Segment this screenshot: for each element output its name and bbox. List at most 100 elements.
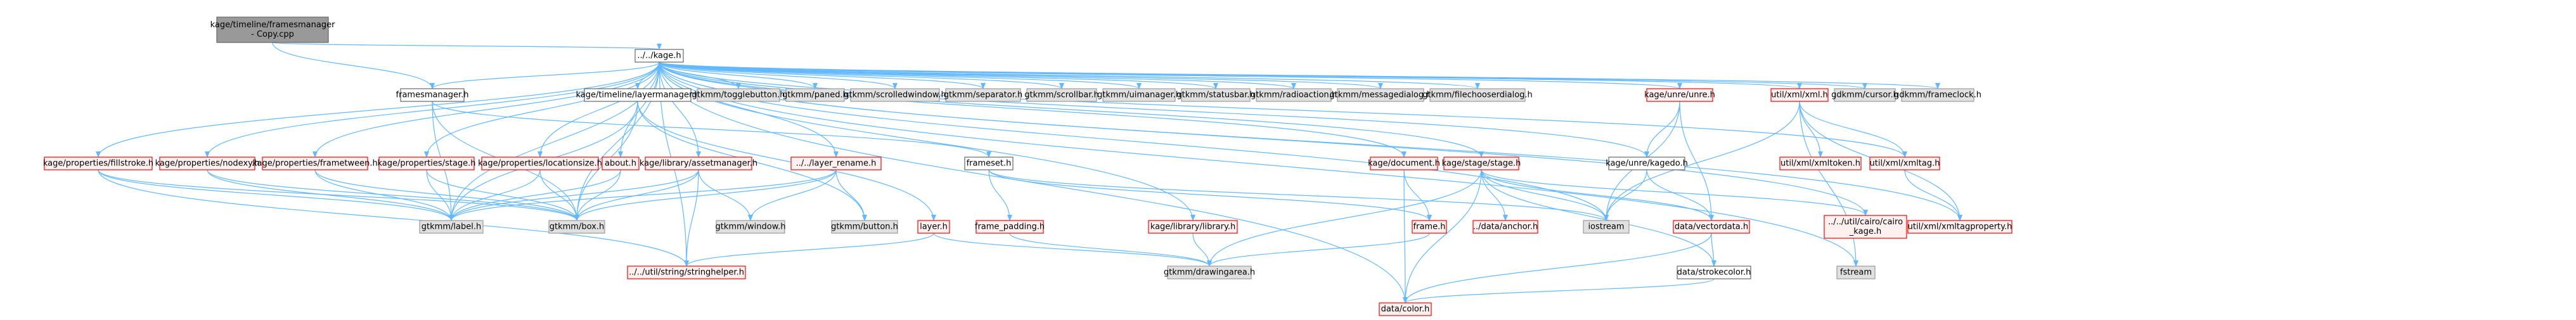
node-label: gtkmm/separator.h xyxy=(944,91,1022,100)
node-label: kage/properties/nodexy.h xyxy=(155,159,260,169)
edge-kage-h-to-cursor xyxy=(659,61,1867,89)
node-label: gtkmm/window.h xyxy=(715,222,785,232)
node-drawingarea[interactable]: gtkmm/drawingarea.h xyxy=(1164,266,1255,279)
node-box xyxy=(1026,88,1097,102)
node-paned[interactable]: gtkmm/paned.h xyxy=(782,88,848,102)
node-togglebutton[interactable]: gtkmm/togglebutton.h xyxy=(692,88,785,102)
edge-vectordata-to-strokecolor xyxy=(1711,233,1716,267)
node-scrolledwindow[interactable]: gtkmm/scrolledwindow.h xyxy=(844,88,946,102)
node-root[interactable]: kage/timeline/framesmanager- Copy.cpp xyxy=(210,16,336,43)
node-box xyxy=(1443,157,1519,170)
node-box xyxy=(481,157,599,170)
node-locationsize[interactable]: kage/properties/locationsize.h xyxy=(478,157,602,170)
node-layer-rename[interactable]: ../../layer_rename.h xyxy=(790,157,882,170)
node-label: kage/timeline/framesmanager xyxy=(210,20,336,30)
edge-kage-h-to-framesmanager-h xyxy=(430,61,660,89)
node-box xyxy=(1472,220,1538,234)
node-xml-h[interactable]: util/xml/xml.h xyxy=(1770,88,1829,102)
node-frame-h[interactable]: frame.h xyxy=(1412,220,1447,234)
node-box xyxy=(44,157,153,170)
node-xmltagproperty[interactable]: util/xml/xmltagproperty.h xyxy=(1907,220,2012,234)
node-box xyxy=(262,157,368,170)
node-label: gtkmm/scrollbar.h xyxy=(1024,91,1098,100)
edge-locationsize-to-label xyxy=(449,169,541,221)
edge-framesmanager-h-to-frameset-h xyxy=(432,101,991,158)
node-nodexy[interactable]: kage/properties/nodexy.h xyxy=(155,157,260,170)
edge-kage-h-to-xmltagproperty xyxy=(659,61,1962,221)
edge-kage-h-to-document-h xyxy=(659,61,1407,158)
node-unre-h[interactable]: kage/unre/unre.h xyxy=(1644,88,1715,102)
edge-frametween-to-box xyxy=(314,169,579,221)
node-button[interactable]: gtkmm/button.h xyxy=(831,220,898,234)
node-layer-h[interactable]: layer.h xyxy=(917,220,950,234)
node-box xyxy=(1836,266,1876,279)
node-frameclock[interactable]: gdkmm/frameclock.h xyxy=(1894,88,1981,102)
edge-kagedo-h-to-vectordata xyxy=(1646,169,1714,221)
node-document-h[interactable]: kage/document.h xyxy=(1368,157,1440,170)
edge-kage-h-to-fillstroke xyxy=(96,61,660,158)
edge-kage-h-to-paned xyxy=(659,61,818,89)
node-box[interactable]: gtkmm/box.h xyxy=(548,220,605,234)
node-label: util/xml/xmltag.h xyxy=(1870,159,1940,169)
node-frameset-h[interactable]: frameset.h xyxy=(964,157,1014,170)
node-xmltoken[interactable]: util/xml/xmltoken.h xyxy=(1779,157,1862,170)
node-label: kage/properties/locationsize.h xyxy=(478,159,602,169)
edge-stage-h-to-cairo-kage xyxy=(1481,169,1868,216)
node-framesmanager-h[interactable]: framesmanager.h xyxy=(396,88,469,102)
node-messagedialog[interactable]: gtkmm/messagedialog.h xyxy=(1329,88,1432,102)
node-label: - Copy.cpp xyxy=(251,30,294,39)
node-frame-padding[interactable]: frame_padding.h xyxy=(975,220,1045,234)
node-cursor[interactable]: gdkmm/cursor.h xyxy=(1831,88,1898,102)
node-stage-h[interactable]: kage/stage/stage.h xyxy=(1442,157,1521,170)
edge-fillstroke-to-stringhelper xyxy=(98,169,689,267)
edge-unre-h-to-kagedo-h xyxy=(1644,101,1680,158)
edge-unre-h-to-vectordata xyxy=(1679,101,1714,221)
node-label: gtkmm/messagedialog.h xyxy=(1329,91,1431,100)
edge-prop-stage-to-box xyxy=(426,169,579,221)
node-separator[interactable]: gtkmm/separator.h xyxy=(944,88,1022,102)
node-xmltag[interactable]: util/xml/xmltag.h xyxy=(1869,157,1940,170)
edge-document-h-to-color-h xyxy=(1402,169,1408,304)
node-assetmanager[interactable]: kage/library/assetmanager.h xyxy=(640,157,757,170)
node-box xyxy=(1429,88,1526,102)
node-label: gtkmm/label.h xyxy=(422,222,481,232)
edge-stage-h-to-vectordata xyxy=(1481,169,1714,221)
node-color-h[interactable]: data/color.h xyxy=(1379,302,1432,316)
node-label: kage/properties/frametween.h xyxy=(252,159,378,169)
edge-frametween-to-label xyxy=(314,169,454,221)
node-kage-h[interactable]: ../../kage.h xyxy=(634,49,684,63)
node-frametween[interactable]: kage/properties/frametween.h xyxy=(252,157,378,170)
node-stringhelper[interactable]: ../../util/string/stringhelper.h xyxy=(627,266,746,279)
node-statusbar[interactable]: gtkmm/statusbar.h xyxy=(1176,88,1255,102)
node-fillstroke[interactable]: kage/properties/fillstroke.h xyxy=(43,157,153,170)
edge-layer-rename-to-label xyxy=(449,169,837,221)
node-label: kage/properties/fillstroke.h xyxy=(43,159,153,169)
edge-about-h-to-box xyxy=(574,169,621,221)
node-window[interactable]: gtkmm/window.h xyxy=(715,220,786,234)
edge-frame-h-to-drawingarea xyxy=(1207,233,1430,267)
node-layermanager-h[interactable]: kage/timeline/layermanager.h xyxy=(576,88,700,102)
node-radioaction[interactable]: gtkmm/radioaction.h xyxy=(1251,88,1337,102)
node-about-h[interactable]: about.h xyxy=(602,157,640,170)
node-label: frame_padding.h xyxy=(975,222,1045,232)
node-box xyxy=(1779,157,1862,170)
node-prop-stage[interactable]: kage/properties/stage.h xyxy=(377,157,476,170)
edge-kage-h-to-scrollbar xyxy=(659,61,1064,89)
node-library-h[interactable]: kage/library/library.h xyxy=(1148,220,1238,234)
node-anchor[interactable]: ../data/anchor.h xyxy=(1472,220,1538,234)
edge-kagedo-h-to-iostream xyxy=(1604,169,1647,221)
node-label[interactable]: gtkmm/label.h xyxy=(419,220,484,234)
node-filechooserdialog[interactable]: gtkmm/filechooserdialog.h xyxy=(1422,88,1533,102)
node-uimanager[interactable]: gtkmm/uimanager.h xyxy=(1097,88,1181,102)
node-label: iostream xyxy=(1588,222,1624,232)
node-scrollbar[interactable]: gtkmm/scrollbar.h xyxy=(1024,88,1099,102)
node-kagedo-h[interactable]: kage/unre/kagedo.h xyxy=(1606,157,1688,170)
node-box xyxy=(1379,302,1432,316)
node-strokecolor[interactable]: data/strokecolor.h xyxy=(1677,266,1751,279)
node-vectordata[interactable]: data/vectordata.h xyxy=(1673,220,1750,234)
node-cairo-kage[interactable]: ../../util/cairo/cairo_kage.h xyxy=(1824,215,1907,239)
node-box xyxy=(159,157,255,170)
node-label: gtkmm/togglebutton.h xyxy=(692,91,785,100)
node-iostream[interactable]: iostream xyxy=(1583,220,1630,234)
node-fstream[interactable]: fstream xyxy=(1836,266,1876,279)
